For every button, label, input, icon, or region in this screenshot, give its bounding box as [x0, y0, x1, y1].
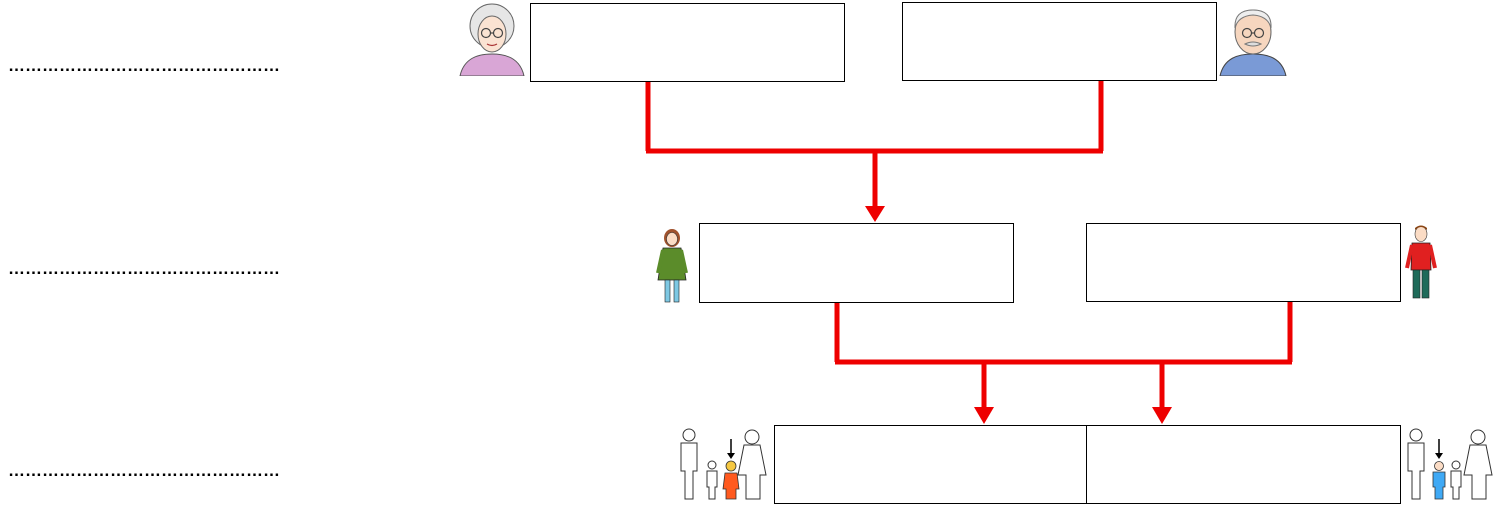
grandmother-icon	[459, 3, 525, 76]
box-grandmother[interactable]	[530, 3, 845, 82]
arrowhead-to-child-2	[1152, 407, 1172, 424]
answer-line-children[interactable]: …………………………………………	[8, 461, 280, 480]
box-mother[interactable]	[699, 223, 1014, 303]
family-girl-highlighted-icon	[680, 428, 767, 500]
family-boy-highlighted-icon	[1407, 428, 1493, 500]
arrowhead-to-child-1	[974, 407, 994, 424]
arrowhead-to-mother	[865, 206, 885, 222]
box-father[interactable]	[1086, 223, 1401, 302]
box-grandfather[interactable]	[902, 2, 1217, 81]
woman-icon	[656, 229, 688, 303]
answer-line-parents[interactable]: …………………………………………	[8, 259, 280, 278]
answer-line-grandparents[interactable]: …………………………………………	[8, 56, 280, 75]
box-child-girl[interactable]	[774, 425, 1089, 504]
box-child-boy[interactable]	[1086, 425, 1401, 504]
grandfather-icon	[1219, 9, 1287, 76]
man-icon	[1405, 225, 1437, 299]
